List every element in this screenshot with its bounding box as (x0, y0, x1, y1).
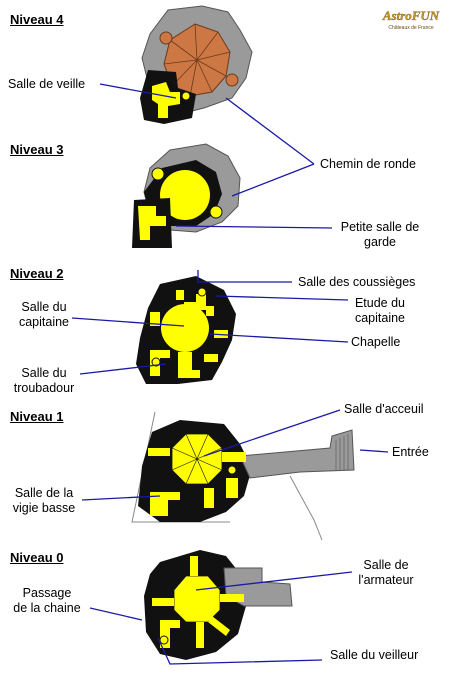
leader-entree (359, 449, 389, 453)
stair-l2-b (151, 357, 161, 367)
plan-niveau-1 (131, 411, 355, 541)
label-etude-line1: Etude du (354, 296, 406, 310)
leader-etude (215, 295, 349, 301)
label-petite-salle-line2: garde (364, 235, 396, 249)
leader-lines (71, 83, 389, 665)
level-title-2: Niveau 2 (10, 266, 64, 281)
label-armateur-line2: l'armateur (358, 573, 414, 587)
leader-chemin-ronde-b (231, 163, 315, 197)
level-title-0: Niveau 0 (10, 550, 64, 565)
rooms-l3-annex (138, 206, 166, 240)
leader-salle-veille (99, 83, 177, 99)
armateur-room-l0 (173, 575, 221, 623)
label-armateur: Salle de l'armateur (346, 558, 426, 588)
entrance-l1 (239, 429, 355, 479)
stair-l1 (227, 465, 237, 475)
level-title-3: Niveau 3 (10, 142, 64, 157)
stair-l0 (159, 635, 169, 645)
plan-niveau-4 (140, 5, 253, 124)
plan-niveau-3 (132, 143, 241, 248)
stairs-entrance-l1 (335, 434, 349, 470)
logo-name: AstroFUN (382, 8, 440, 23)
leader-acceuil (203, 409, 341, 457)
corridors-l2 (150, 290, 228, 378)
label-veilleur: Salle du veilleur (330, 648, 419, 662)
label-etude-line2: capitaine (354, 311, 406, 325)
leader-capitaine (71, 317, 185, 327)
label-vigie-line1: Salle de la (14, 486, 74, 500)
label-capitaine: Salle du capitaine (4, 300, 84, 330)
leader-vigie (81, 495, 161, 501)
label-chemin-ronde: Chemin de ronde (320, 157, 416, 171)
logo-mark: AstroFUN Châteaux de France (382, 8, 440, 31)
label-coussieges: Salle des coussièges (298, 275, 416, 289)
label-vigie: Salle de la vigie basse (4, 486, 84, 516)
capitaine-room-l2 (161, 304, 209, 352)
corridors-l1 (148, 448, 246, 516)
stair-l3-a (151, 167, 165, 181)
stair-l2-a (197, 287, 207, 297)
label-salle-veille: Salle de veille (8, 77, 86, 91)
logo: AstroFUN Châteaux de France (378, 4, 444, 32)
turret-l4-a (159, 31, 173, 45)
turret-l4-b (225, 73, 239, 87)
rooms-l4 (152, 82, 180, 118)
leader-troubadour (79, 363, 167, 375)
label-passage-line2: de la chaine (13, 601, 81, 615)
label-troubadour-line1: Salle du (21, 366, 67, 380)
label-troubadour-line2: troubadour (13, 381, 75, 395)
label-chapelle: Chapelle (351, 335, 401, 349)
label-armateur-line1: Salle de (363, 558, 409, 572)
plan-niveau-0 (144, 550, 293, 660)
logo-tagline: Châteaux de France (388, 25, 434, 31)
roof-ribs-l4 (163, 23, 231, 97)
leader-armateur (195, 571, 353, 591)
label-petite-salle: Petite salle de garde (330, 220, 430, 250)
level-title-4: Niveau 4 (10, 12, 64, 27)
label-vigie-line2: vigie basse (12, 501, 76, 515)
leader-veilleur (157, 637, 323, 665)
stair-l3-b (209, 205, 223, 219)
label-acceuil: Salle d'acceuil (344, 402, 424, 416)
label-petite-salle-line1: Petite salle de (340, 220, 420, 234)
label-passage-line1: Passage (22, 586, 72, 600)
stair-l4 (181, 91, 191, 101)
plan-niveau-2 (136, 276, 236, 384)
corridors-l0 (152, 556, 244, 648)
leader-coussieges (197, 270, 292, 283)
label-troubadour: Salle du troubadour (4, 366, 84, 396)
main-room-l3 (160, 170, 210, 220)
label-passage: Passage de la chaine (2, 586, 92, 616)
leader-chemin-ronde-a (225, 97, 315, 165)
leader-chapelle (209, 333, 349, 343)
leader-passage (89, 607, 143, 621)
label-capitaine-line2: capitaine (18, 315, 70, 329)
label-capitaine-line1: Salle du (21, 300, 67, 314)
label-etude: Etude du capitaine (340, 296, 420, 326)
label-entree: Entrée (392, 445, 429, 459)
leader-petite-salle (175, 225, 333, 229)
level-title-1: Niveau 1 (10, 409, 64, 424)
